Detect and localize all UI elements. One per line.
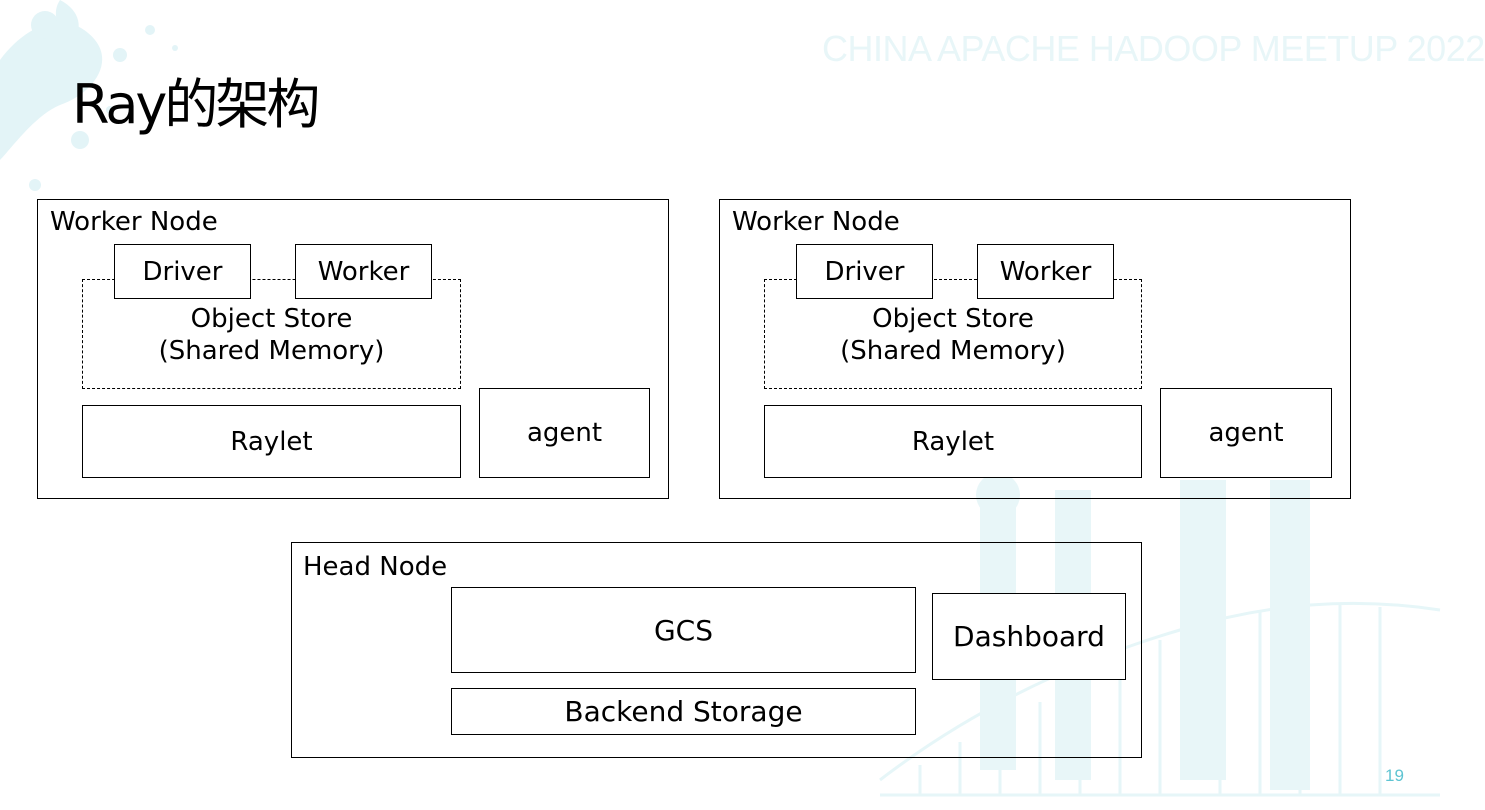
object-store-1 [82,279,461,389]
worker-node-2-label: Worker Node [732,207,900,237]
raylet-box-1: Raylet [82,405,461,478]
slide-title: Ray的架构 [72,73,320,136]
worker-box-1: Worker [295,244,432,299]
paint-splash-decoration [0,0,178,191]
raylet-box-2: Raylet [764,405,1142,478]
driver-box-2: Driver [796,244,933,299]
head-node-label: Head Node [303,552,448,582]
backend-storage-box: Backend Storage [451,688,916,735]
event-watermark: CHINA APACHE HADOOP MEETUP 2022 [822,28,1485,69]
worker-node-2 [719,199,1351,499]
object-store-1-title: Object Store [190,304,353,334]
driver-box-1: Driver [114,244,251,299]
head-node [291,542,1142,758]
object-store-2-subtitle: (Shared Memory) [840,336,1066,366]
agent-box-2: agent [1160,388,1332,478]
page-number: 19 [1385,766,1404,785]
object-store-2 [764,279,1142,389]
object-store-1-label: Object Store (Shared Memory) [82,303,461,367]
object-store-2-title: Object Store [872,304,1034,334]
object-store-1-subtitle: (Shared Memory) [158,336,385,366]
worker-node-1 [37,199,669,499]
worker-node-1-label: Worker Node [50,207,218,237]
worker-box-2: Worker [977,244,1114,299]
dashboard-box: Dashboard [932,593,1126,680]
agent-box-1: agent [479,388,650,478]
gcs-box: GCS [451,587,916,673]
object-store-2-label: Object Store (Shared Memory) [764,303,1142,367]
